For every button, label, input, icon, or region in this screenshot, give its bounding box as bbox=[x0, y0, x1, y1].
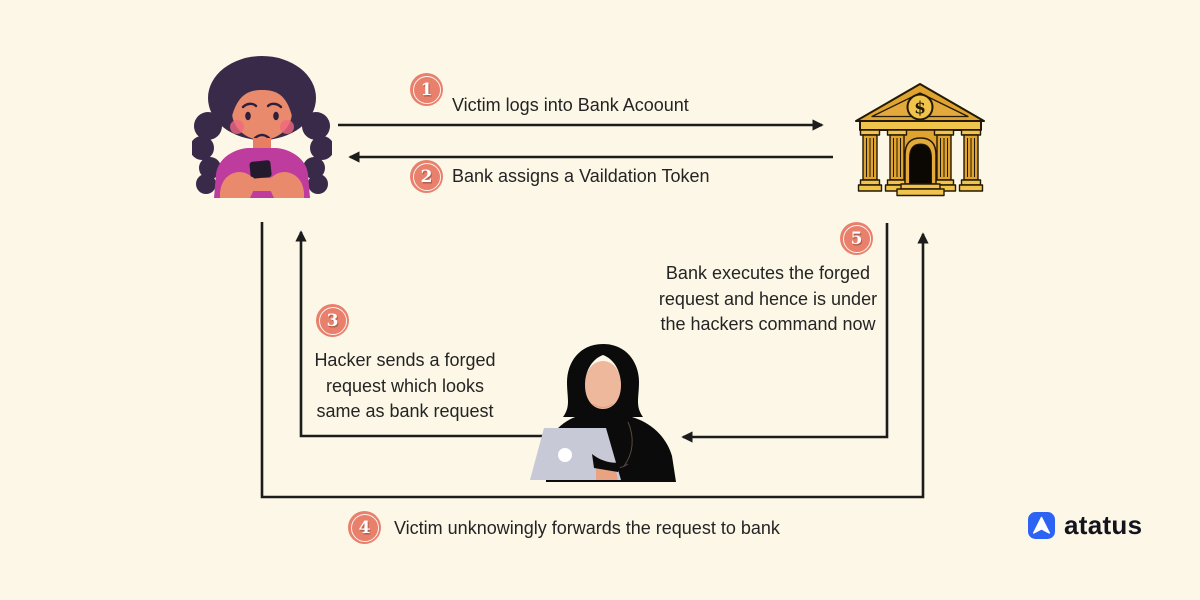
step-2-label: Bank assigns a Vaildation Token bbox=[452, 166, 710, 186]
hacker-hood bbox=[563, 344, 643, 417]
step-1-number: 1 bbox=[420, 79, 433, 100]
step-2-badge: 2 bbox=[410, 160, 443, 193]
victim-phone bbox=[249, 160, 272, 179]
bank-dollar-medallion bbox=[906, 93, 934, 121]
arrow-step-5-bank-to-hacker bbox=[681, 223, 889, 443]
step-5-label: Bank executes the forged request and hen… bbox=[658, 263, 878, 334]
victim-woman-phone-icon bbox=[192, 52, 332, 198]
step-3-label: Hacker sends a forged request which look… bbox=[314, 350, 496, 421]
arrow-step-4-victim-to-bank bbox=[260, 222, 929, 499]
atatus-logo-text: atatus bbox=[1064, 510, 1143, 540]
hacker-hooded-laptop-icon bbox=[518, 342, 688, 482]
step-1-badge: 1 bbox=[410, 73, 443, 106]
dollar-sign: $ bbox=[914, 99, 926, 119]
bank-columns bbox=[857, 129, 984, 192]
step-5-number: 5 bbox=[850, 228, 863, 249]
step-3-badge: 3 bbox=[316, 304, 349, 337]
step-3-number: 3 bbox=[326, 310, 339, 331]
step-4-badge: 4 bbox=[348, 511, 381, 544]
arrow-step-3-hacker-to-victim bbox=[295, 230, 557, 438]
step-2-number: 2 bbox=[420, 166, 433, 187]
step-4-label: Victim unknowingly forwards the request … bbox=[394, 518, 780, 538]
step-5-badge: 5 bbox=[840, 222, 873, 255]
step-4-number: 4 bbox=[358, 517, 371, 538]
step-1-label: Victim logs into Bank Acoount bbox=[452, 95, 689, 115]
bank-building-icon: $ bbox=[853, 82, 988, 198]
atatus-logo: atatus bbox=[1028, 510, 1142, 541]
laptop-logo-dot bbox=[558, 448, 572, 462]
hacker-face bbox=[584, 361, 622, 411]
bank-doorway bbox=[909, 143, 932, 185]
victim-face bbox=[232, 84, 292, 140]
atatus-logo-icon bbox=[1028, 512, 1055, 539]
